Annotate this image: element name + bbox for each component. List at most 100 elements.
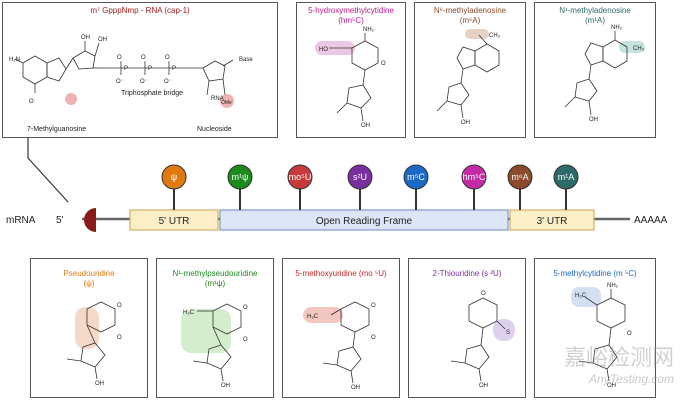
pin-label: mo⁵U xyxy=(289,172,312,182)
svg-text:O: O xyxy=(371,303,376,309)
m1psi-structure: H₃C O O OH xyxy=(181,303,248,389)
mod-panel-hm5c: 5-hydroxymethylcytidine (hm⁵C) HO O NH₂ OH xyxy=(296,2,406,138)
pin-label: m¹A xyxy=(558,172,575,182)
svg-text:O⁻: O⁻ xyxy=(116,79,124,85)
svg-text:O: O xyxy=(29,99,34,105)
utr3-label: 3' UTR xyxy=(537,216,568,227)
svg-text:P: P xyxy=(124,66,128,72)
pin-label: ψ xyxy=(171,172,177,182)
svg-text:NH₂: NH₂ xyxy=(363,27,375,33)
mod-panel-m1a: N¹-methyladenosine (m¹A) NH₂ CH₃ OH xyxy=(534,2,656,138)
hm5c-structure: HO O NH₂ OH xyxy=(315,27,386,129)
mod-panel-mo5u: 5-methoxyuridine (mo ⁵U) H₃C O O OH xyxy=(282,258,400,398)
pin-label: s²U xyxy=(353,172,367,182)
polya-label: AAAAA xyxy=(634,215,668,226)
orf-box xyxy=(219,209,509,231)
svg-text:OH: OH xyxy=(81,35,90,41)
pin-label: m⁶A xyxy=(511,172,528,182)
cap-title: m⁷ GpppNmp - RNA (cap-1) xyxy=(90,6,190,15)
svg-text:OH: OH xyxy=(589,117,598,123)
pin-marker xyxy=(227,164,253,190)
svg-text:O: O xyxy=(141,55,146,61)
svg-text:P: P xyxy=(148,66,152,72)
orf-label: Open Reading Frame xyxy=(316,216,413,227)
mo5u-structure: H₃C O O OH xyxy=(303,301,376,391)
m6a-structure: CH₃ OH xyxy=(436,29,501,126)
mod-name: 5-hydroxymethylcytidine xyxy=(308,6,394,15)
ome-label: OMe xyxy=(221,100,232,106)
svg-text:O: O xyxy=(371,335,376,341)
mod-abbr: (m¹ψ) xyxy=(204,279,226,288)
svg-text:OH: OH xyxy=(607,383,616,389)
svg-text:OH: OH xyxy=(221,383,230,389)
svg-text:O: O xyxy=(165,55,170,61)
mod-panel-m1psi: N¹-methylpseudouridine (m¹ψ) H₃C O O OH xyxy=(156,258,274,398)
mod-name: Pseudouridine xyxy=(63,269,115,278)
pin-marker xyxy=(461,164,487,190)
svg-text:CH₃: CH₃ xyxy=(633,46,645,52)
cap-icon xyxy=(84,208,96,232)
svg-text:O: O xyxy=(117,55,122,61)
svg-text:OH: OH xyxy=(95,381,104,387)
svg-text:OH: OH xyxy=(461,120,470,126)
svg-text:OH: OH xyxy=(98,37,107,43)
svg-text:P: P xyxy=(172,66,176,72)
mod-name: N¹-methyladenosine xyxy=(559,6,631,15)
svg-text:O: O xyxy=(381,61,386,67)
mod-panel-m6a: N⁶-methyladenosine (m⁶A) CH₃ OH xyxy=(414,2,526,138)
svg-text:OH: OH xyxy=(361,123,370,129)
ome-highlight xyxy=(220,94,234,108)
n7-methyl-highlight xyxy=(65,93,77,105)
mod-abbr: (hm⁵C) xyxy=(338,16,364,25)
mod-abbr: (m¹A) xyxy=(585,16,605,25)
m1a-structure: NH₂ CH₃ OH xyxy=(564,25,645,123)
psi-structure: O O OH xyxy=(66,301,122,387)
mod-name: 5-methylcytidine (m ⁵C) xyxy=(553,269,637,278)
pin-label: hm⁵C xyxy=(463,172,486,182)
mod-name: 5-methoxyuridine (mo ⁵U) xyxy=(295,269,387,278)
pin-marker xyxy=(553,164,579,190)
svg-text:H₂N: H₂N xyxy=(9,57,20,63)
pin-label: m⁵C xyxy=(407,172,425,182)
mod-name: N¹-methylpseudouridine xyxy=(172,269,258,278)
svg-text:NH₂: NH₂ xyxy=(611,25,623,31)
cap-structure-panel: m⁷ GpppNmp - RNA (cap-1) xyxy=(2,2,278,138)
svg-text:O: O xyxy=(117,335,122,341)
mod-panel-psi: Pseudouridine (ψ) O O OH xyxy=(30,258,148,398)
svg-text:O⁻: O⁻ xyxy=(164,79,172,85)
base-label: Base xyxy=(239,57,253,63)
nucleoside-label: Nucleoside xyxy=(197,126,232,133)
pin-marker xyxy=(347,164,373,190)
svg-text:HO: HO xyxy=(319,47,328,53)
mrna-label: mRNA xyxy=(6,215,36,226)
pin-marker xyxy=(403,164,429,190)
svg-text:O: O xyxy=(117,303,122,309)
mod-abbr: (m⁶A) xyxy=(459,16,481,25)
rna-label: RNA xyxy=(211,96,224,102)
pin-marker xyxy=(507,164,533,190)
svg-text:O⁻: O⁻ xyxy=(140,79,148,85)
mod-name: N⁶-methyladenosine xyxy=(433,6,507,15)
pin-marker xyxy=(161,164,187,190)
pin-label: m¹ψ xyxy=(232,172,249,182)
guanosine-label: 7-Methylguanosine xyxy=(27,126,86,133)
svg-text:S: S xyxy=(506,330,510,336)
svg-text:CH₃: CH₃ xyxy=(489,33,501,39)
svg-text:H₃C: H₃C xyxy=(183,310,195,316)
five-prime-label: 5' xyxy=(56,215,64,226)
svg-text:O: O xyxy=(481,291,486,297)
s2u-structure: O S OH xyxy=(450,291,515,389)
svg-text:H₃C: H₃C xyxy=(307,314,319,320)
mod-abbr: (ψ) xyxy=(83,279,95,288)
svg-text:O: O xyxy=(243,305,248,311)
pin-marker xyxy=(287,164,313,190)
svg-text:NH₂: NH₂ xyxy=(607,283,619,289)
svg-text:O: O xyxy=(243,337,248,343)
svg-text:OH: OH xyxy=(479,383,488,389)
svg-text:H₃C: H₃C xyxy=(575,293,587,299)
svg-text:OH: OH xyxy=(351,385,360,391)
